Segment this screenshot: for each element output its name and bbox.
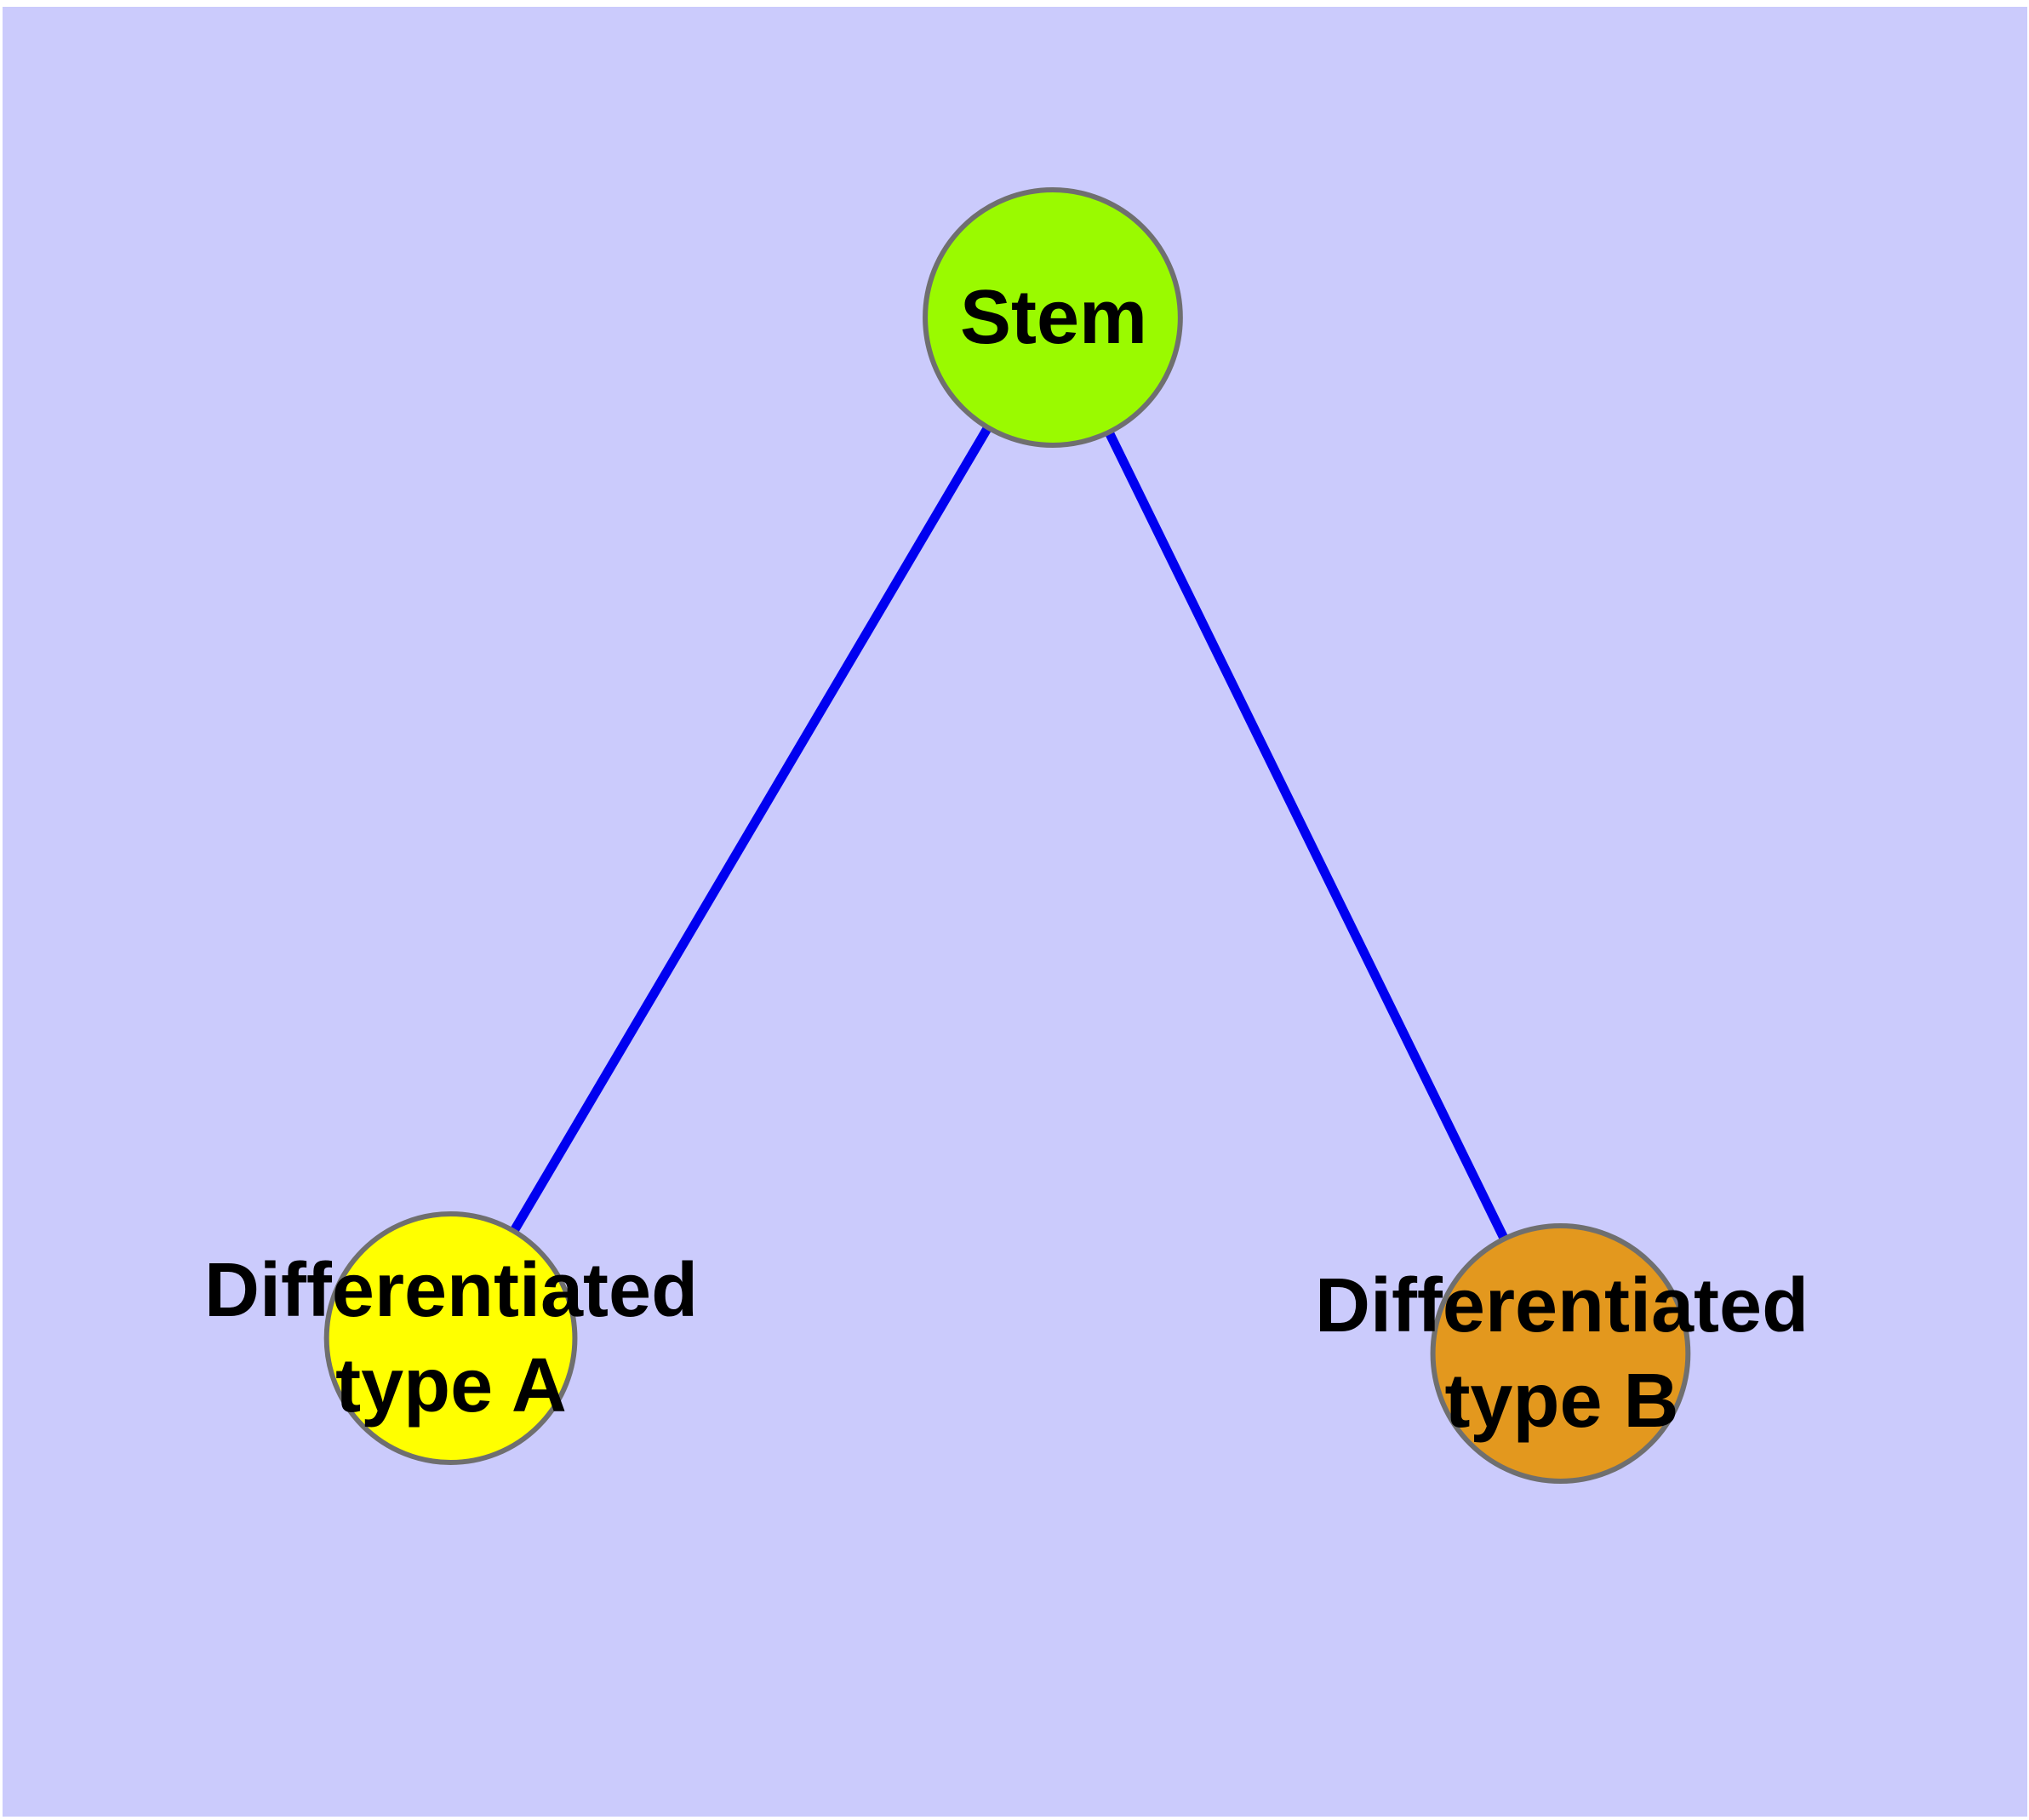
graph-drawing xyxy=(323,187,1691,1484)
node-circle-type-a xyxy=(323,1211,578,1465)
plot-area: Stem Differentiated type A Differentiate… xyxy=(3,7,2027,1817)
node-circle-type-b xyxy=(1430,1223,1691,1484)
node-label-line: Differentiated xyxy=(1314,1263,1809,1348)
edge-stem-to-type-b xyxy=(1049,315,1565,1356)
node-label-type-b: Differentiated type B xyxy=(1315,1258,1809,1449)
node-circle-stem xyxy=(923,187,1183,448)
edge-stem-to-type-a xyxy=(446,315,1057,1341)
node-label-stem: Stem xyxy=(960,270,1147,365)
node-label-line: type A xyxy=(335,1343,567,1428)
node-label-type-a: Differentiated type A xyxy=(204,1243,698,1434)
node-label-line: Differentiated xyxy=(203,1248,699,1333)
node-label-line: Stem xyxy=(959,275,1148,360)
node-label-line: type B xyxy=(1444,1359,1679,1444)
